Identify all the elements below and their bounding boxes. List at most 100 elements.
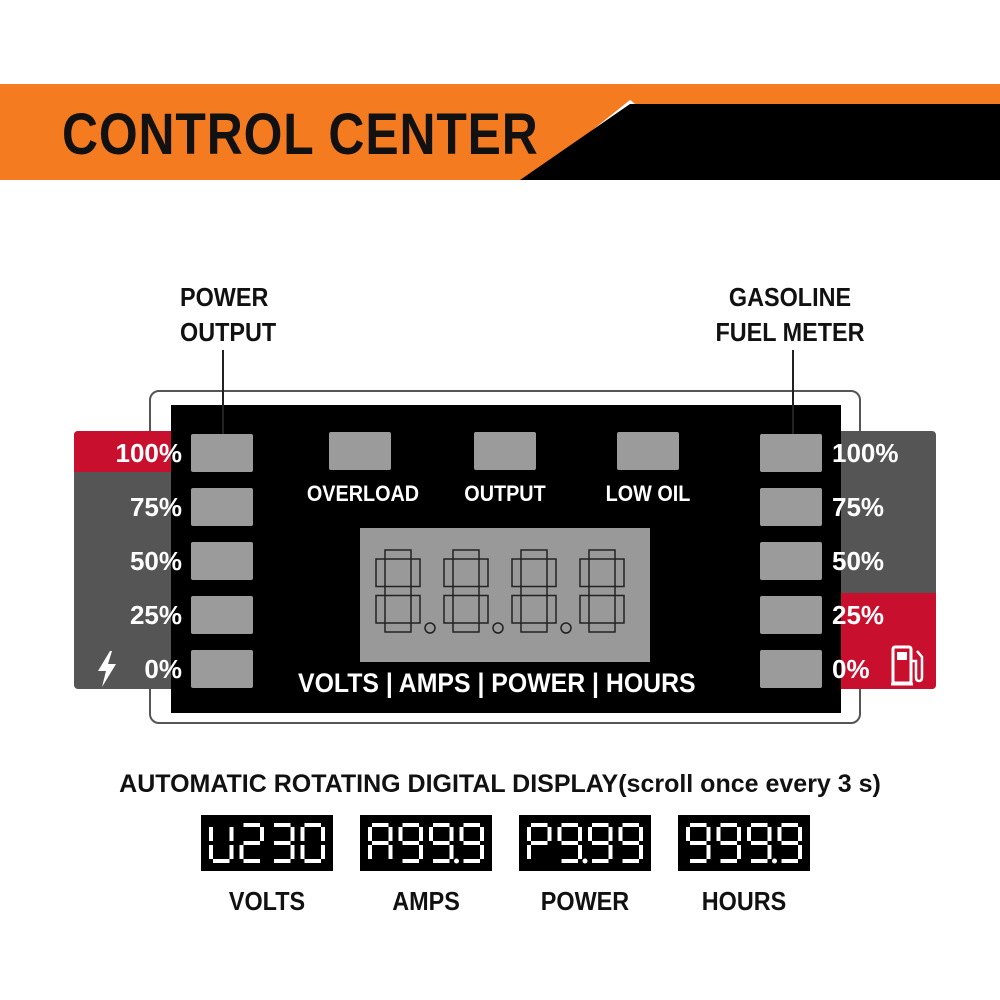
power-level-label: 75% xyxy=(129,492,182,522)
lcd-segment xyxy=(546,558,557,588)
digit-segment xyxy=(388,845,393,859)
digit-segment xyxy=(480,827,484,841)
digit-segment xyxy=(274,859,291,863)
fuel-led-0 xyxy=(760,650,822,688)
lcd-segment xyxy=(384,622,412,633)
power-readout-digits xyxy=(527,823,643,864)
digit-segment xyxy=(737,827,741,841)
power-readout xyxy=(519,815,651,871)
lcd-segment xyxy=(579,594,590,624)
digit-segment xyxy=(720,823,737,827)
power-led-75 xyxy=(191,488,253,526)
digit-segment xyxy=(751,823,768,827)
digit-segment xyxy=(706,827,711,841)
lcd-segment xyxy=(588,585,616,597)
lcd-segment xyxy=(375,558,386,588)
digit-segment xyxy=(751,859,768,863)
digit-segment xyxy=(592,823,609,827)
digit-segment xyxy=(304,859,321,863)
amps-readout-digits xyxy=(368,823,484,864)
digit-segment xyxy=(639,827,643,841)
fuel-meter-callout: GASOLINE FUEL METER xyxy=(715,282,865,347)
lcd-decimal-point xyxy=(492,622,504,634)
lcd-decimal-point xyxy=(424,622,436,634)
digit-segment xyxy=(209,845,213,859)
digit-segment xyxy=(547,827,552,841)
digit-segment xyxy=(622,823,639,827)
lcd-segment xyxy=(375,594,386,624)
digit-segment xyxy=(737,845,741,859)
digit-segment xyxy=(781,823,798,827)
digit-segment xyxy=(720,841,737,845)
fuel-level-label: 100% xyxy=(832,438,899,468)
lcd-segment xyxy=(520,585,548,597)
digit-segment xyxy=(372,841,389,845)
digit-segment xyxy=(767,827,772,841)
lcd-segment xyxy=(384,585,412,597)
digit-segment xyxy=(243,823,260,827)
digit-segment xyxy=(402,823,419,827)
digit-segment xyxy=(480,845,484,859)
fuel-led-25 xyxy=(760,596,822,634)
hours-readout-digits xyxy=(686,823,802,864)
lcd-segment xyxy=(384,549,412,560)
display-modes: VOLTS | AMPS | POWER | HOURS xyxy=(298,668,696,698)
power-led-50 xyxy=(191,542,253,580)
lcd-segment xyxy=(579,558,590,588)
lcd-segment xyxy=(520,622,548,633)
output-indicator xyxy=(474,432,536,470)
digit-segment xyxy=(321,845,325,859)
low-oil-indicator xyxy=(617,432,679,470)
digit-segment xyxy=(300,845,305,859)
lcd-segment xyxy=(511,594,522,624)
digital-display xyxy=(360,528,650,662)
lcd-segment xyxy=(520,549,548,560)
digit-segment xyxy=(639,845,643,859)
digit-segment xyxy=(429,827,433,841)
lcd-segment xyxy=(452,585,480,597)
digit-segment xyxy=(686,827,690,841)
digit-segment xyxy=(527,827,531,841)
digit-segment xyxy=(777,827,782,841)
output-label: OUTPUT xyxy=(464,481,546,506)
power-level-label: 100% xyxy=(115,438,183,468)
digit-segment xyxy=(622,841,639,845)
lcd-segment xyxy=(478,594,489,624)
digit-segment xyxy=(531,841,548,845)
digit-segment xyxy=(531,823,548,827)
fuel-level-label: 0% xyxy=(832,654,870,684)
digit-segment xyxy=(274,823,291,827)
digit-segment xyxy=(527,845,531,859)
power-level-label: 50% xyxy=(129,546,182,576)
fuel-pump-icon xyxy=(891,645,924,686)
volts-readout xyxy=(201,815,333,871)
amps-label: AMPS xyxy=(392,886,460,916)
digit-segment xyxy=(608,845,613,859)
lcd-segment xyxy=(614,558,625,588)
digit-segment xyxy=(561,859,578,863)
digit-segment xyxy=(449,827,454,841)
low-oil-label: LOW OIL xyxy=(605,481,691,506)
amps-readout xyxy=(360,815,492,871)
page-title: CONTROL CENTER xyxy=(62,102,539,167)
digit-segment xyxy=(618,827,623,841)
overload-label: OVERLOAD xyxy=(306,481,420,506)
digit-segment xyxy=(304,823,321,827)
lcd-segment xyxy=(614,594,625,624)
auto-display-caption: AUTOMATIC ROTATING DIGITAL DISPLAY(scrol… xyxy=(119,770,881,798)
digit-segment xyxy=(419,845,423,859)
power-label: POWER xyxy=(540,886,630,916)
digit-segment xyxy=(274,841,291,845)
digit-segment xyxy=(290,827,295,841)
digit-segment xyxy=(767,845,772,859)
lcd-segment xyxy=(452,549,480,560)
digit-segment xyxy=(209,827,213,841)
digit-segment xyxy=(751,841,768,845)
decimal-point xyxy=(454,858,459,864)
digit-segment xyxy=(229,827,234,841)
volts-label: VOLTS xyxy=(228,886,306,916)
overload-indicator xyxy=(329,432,391,470)
fuel-led-75 xyxy=(760,488,822,526)
digit-segment xyxy=(608,827,613,841)
digit-segment xyxy=(578,845,582,859)
